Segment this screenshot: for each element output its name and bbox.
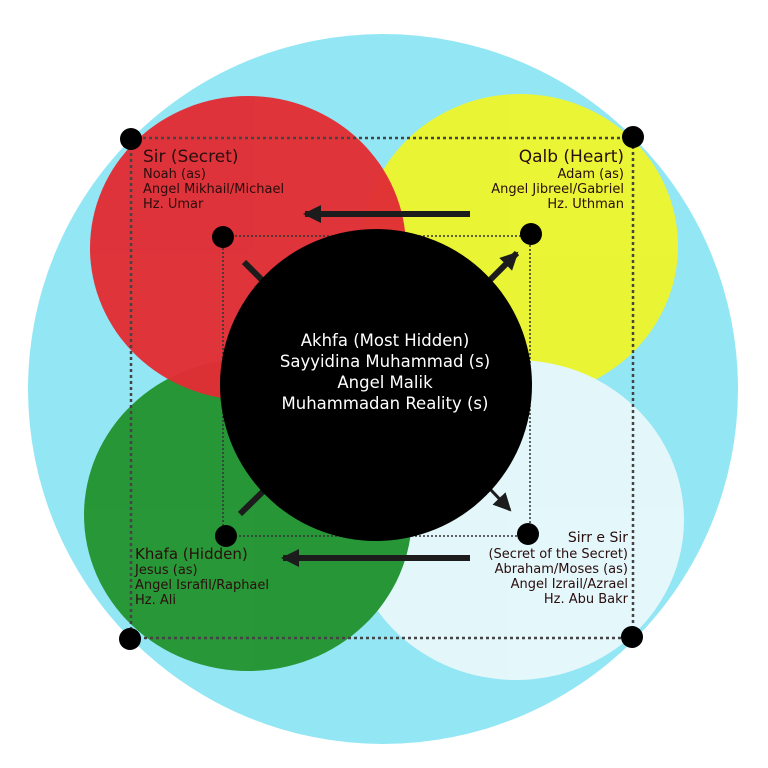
sirr-e-sir-line: Abraham/Moses (as): [494, 562, 628, 577]
corner-dot-icon: [622, 126, 644, 148]
akhfa-label: Akhfa (Most Hidden) Sayyidina Muhammad (…: [240, 330, 530, 414]
qalb-line: Adam (as): [557, 167, 624, 182]
qalb-line: Hz. Uthman: [547, 197, 624, 212]
corner-dot-icon: [120, 128, 142, 150]
sirr-e-sir-title: Sirr e Sir: [567, 530, 628, 546]
sir-line: Noah (as): [143, 167, 206, 182]
corner-dot-icon: [212, 226, 234, 248]
corner-dot-icon: [215, 525, 237, 547]
khafa-line: Hz. Ali: [135, 593, 176, 608]
qalb-title: Qalb (Heart): [518, 147, 624, 167]
akhfa-line: Sayyidina Muhammad (s): [279, 352, 491, 371]
sir-title: Sir (Secret): [143, 147, 239, 167]
akhfa-circle: [220, 229, 532, 541]
sirr-e-sir-line: (Secret of the Secret): [488, 547, 628, 562]
khafa-line: Angel Israfil/Raphael: [135, 578, 270, 593]
outer-dotted-square: [129, 136, 635, 640]
akhfa-line: Angel Malik: [337, 373, 433, 392]
sir-line: Hz. Umar: [143, 197, 204, 212]
sirr-e-sir-line: Hz. Abu Bakr: [543, 592, 628, 607]
khafa-label: Khafa (Hidden) Jesus (as) Angel Israfil/…: [135, 545, 269, 608]
corner-dot-icon: [517, 523, 539, 545]
khafa-line: Jesus (as): [135, 563, 198, 578]
sirr-e-sir-line: Angel Izrail/Azrael: [510, 577, 628, 592]
corner-dot-icon: [520, 223, 542, 245]
sir-label: Sir (Secret) Noah (as) Angel Mikhail/Mic…: [143, 147, 284, 212]
sirr-e-sir-label: Sirr e Sir (Secret of the Secret) Abraha…: [488, 530, 628, 607]
akhfa-line: Akhfa (Most Hidden): [300, 331, 470, 350]
sir-line: Angel Mikhail/Michael: [143, 182, 285, 197]
corner-dot-icon: [119, 628, 141, 650]
qalb-line: Angel Jibreel/Gabriel: [491, 182, 624, 197]
qalb-label: Qalb (Heart) Adam (as) Angel Jibreel/Gab…: [491, 147, 624, 212]
khafa-title: Khafa (Hidden): [135, 545, 248, 563]
akhfa-line: Muhammadan Reality (s): [281, 394, 489, 413]
corner-dot-icon: [621, 626, 643, 648]
